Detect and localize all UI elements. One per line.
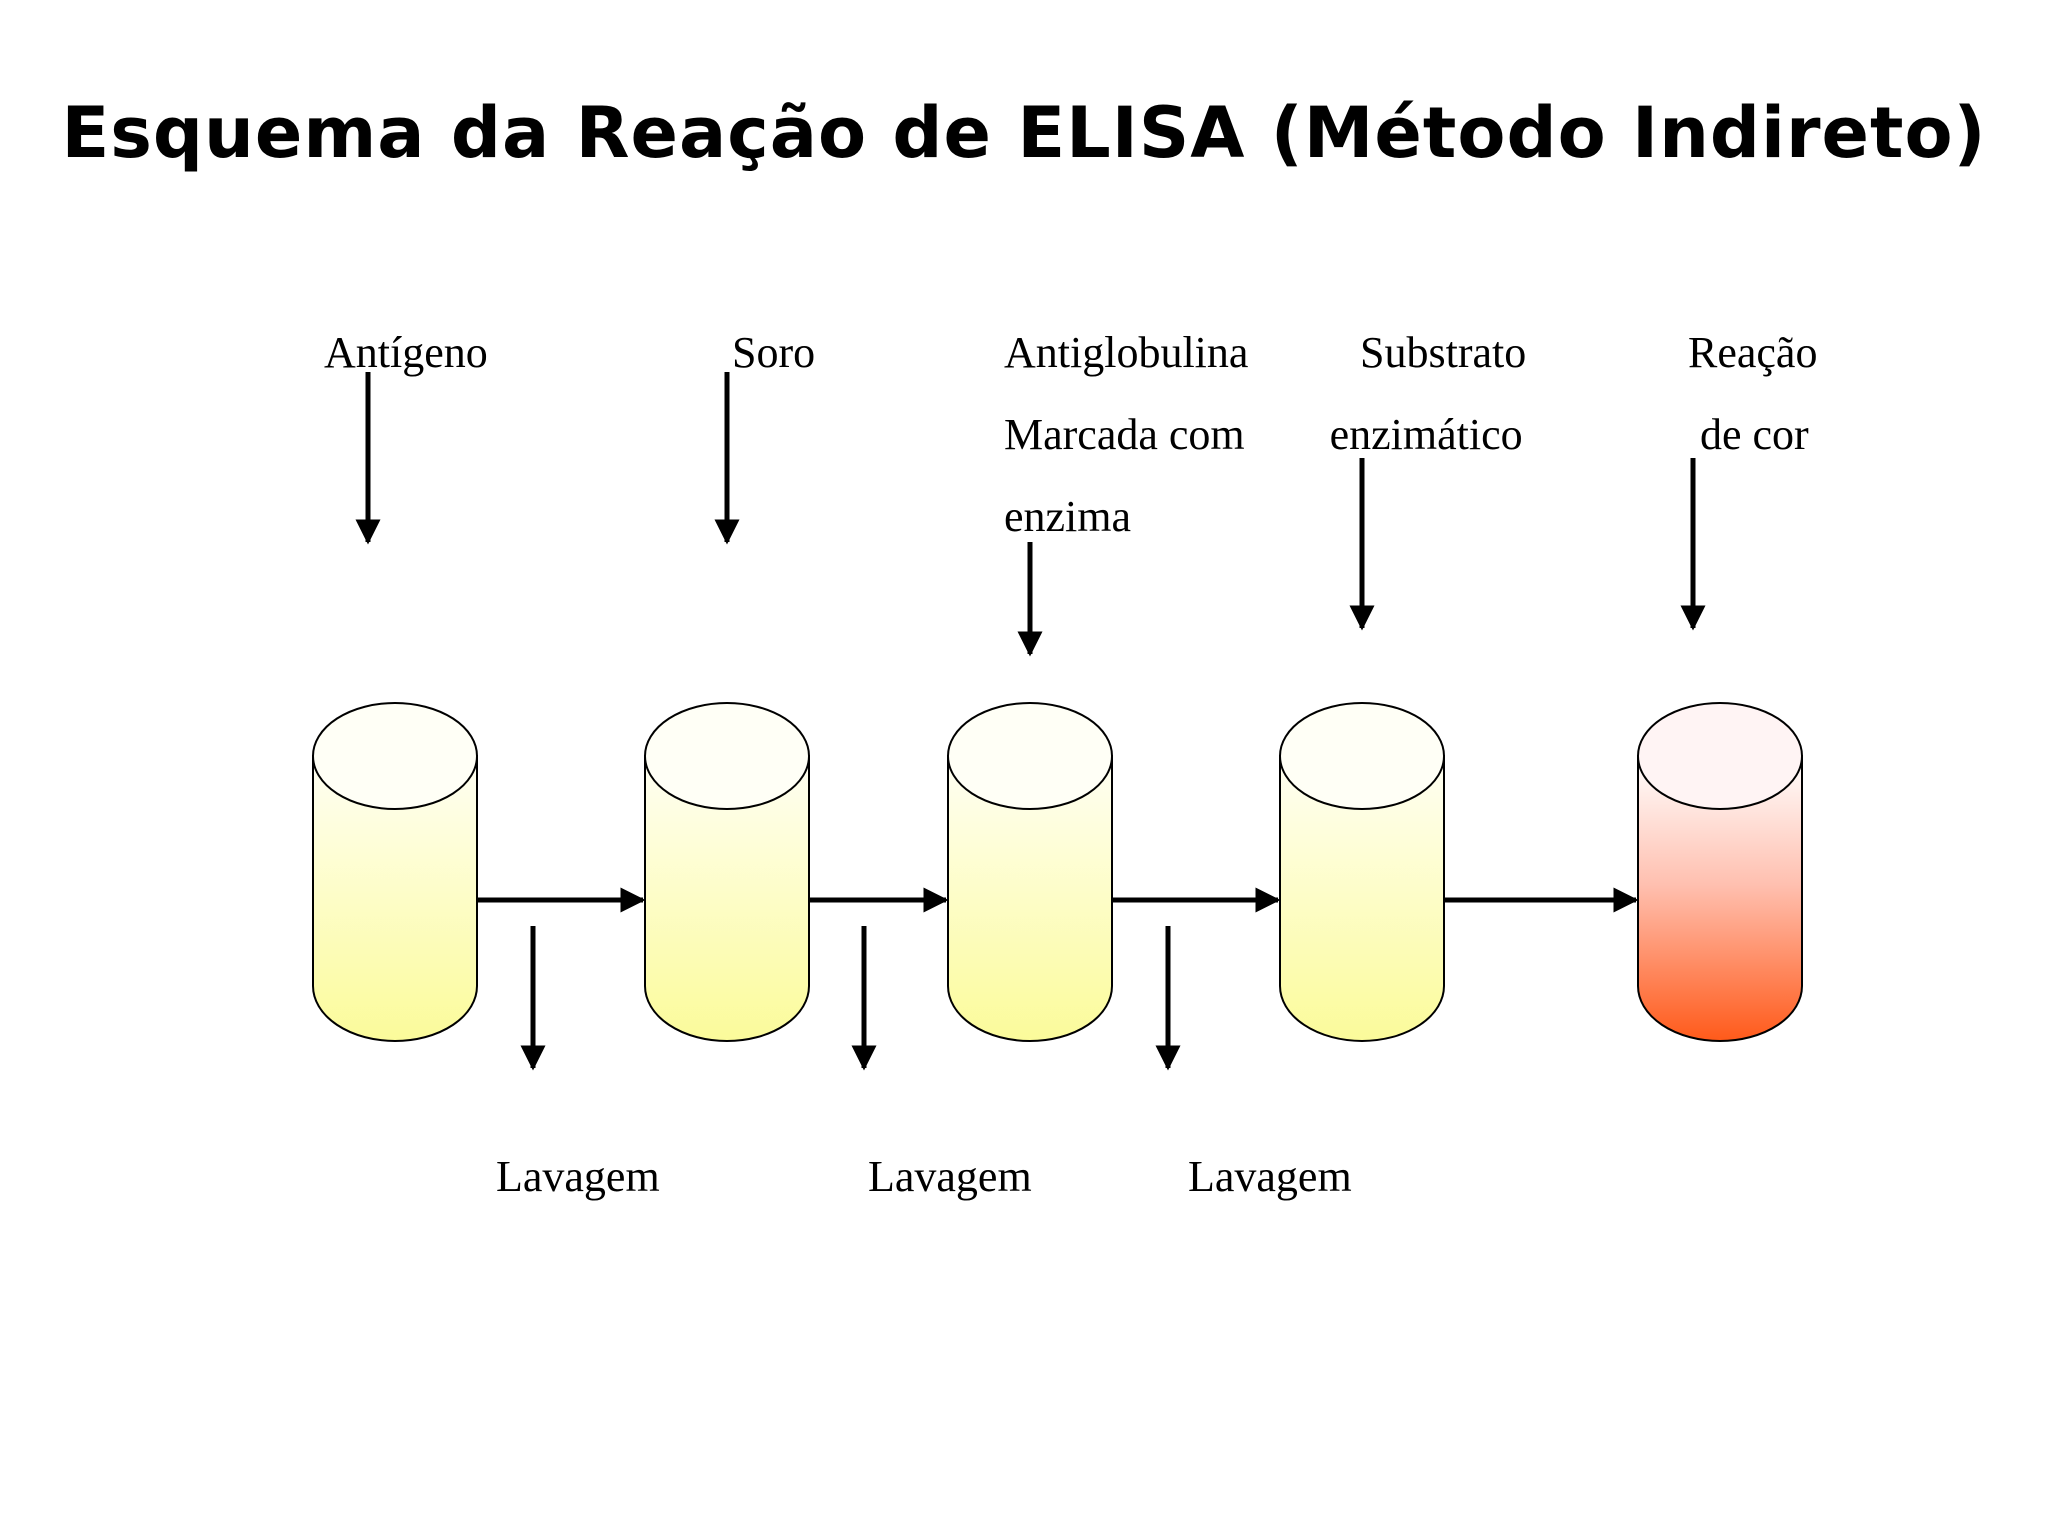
step-label-line: Antígeno	[324, 328, 488, 377]
step-label-color-reaction: Reação de cor	[1688, 312, 1817, 476]
tube-5-reaction	[1637, 702, 1803, 1042]
step-label-line: de cor	[1700, 410, 1809, 459]
tube-1	[312, 702, 478, 1042]
page-title: Esquema da Reação de ELISA (Método Indir…	[61, 92, 1987, 174]
input-arrows	[355, 372, 1706, 657]
wash-label: Lavagem	[868, 1152, 1032, 1201]
tube-2	[644, 702, 810, 1042]
step-label-line: Reação	[1688, 328, 1818, 377]
step-label-antigen: Antígeno	[324, 312, 488, 394]
wash-arrows	[520, 926, 1181, 1071]
step-label-serum: Soro	[732, 312, 815, 394]
step-label-line: Soro	[732, 328, 816, 377]
step-label-line: enzima	[1004, 492, 1132, 541]
step-label-substrate: Substrato enzimático	[1326, 312, 1527, 476]
tube-3	[947, 702, 1113, 1042]
wash-label: Lavagem	[496, 1152, 660, 1201]
step-label-antiglobulin: Antiglobulina Marcada com enzima	[1004, 312, 1248, 558]
step-label-line: Antiglobulina	[1004, 328, 1249, 377]
wash-label: Lavagem	[1188, 1152, 1352, 1201]
step-label-line: Marcada com	[1004, 410, 1245, 459]
step-label-line: Substrato	[1360, 328, 1527, 377]
step-label-line: enzimático	[1329, 410, 1523, 459]
tube-4	[1279, 702, 1445, 1042]
